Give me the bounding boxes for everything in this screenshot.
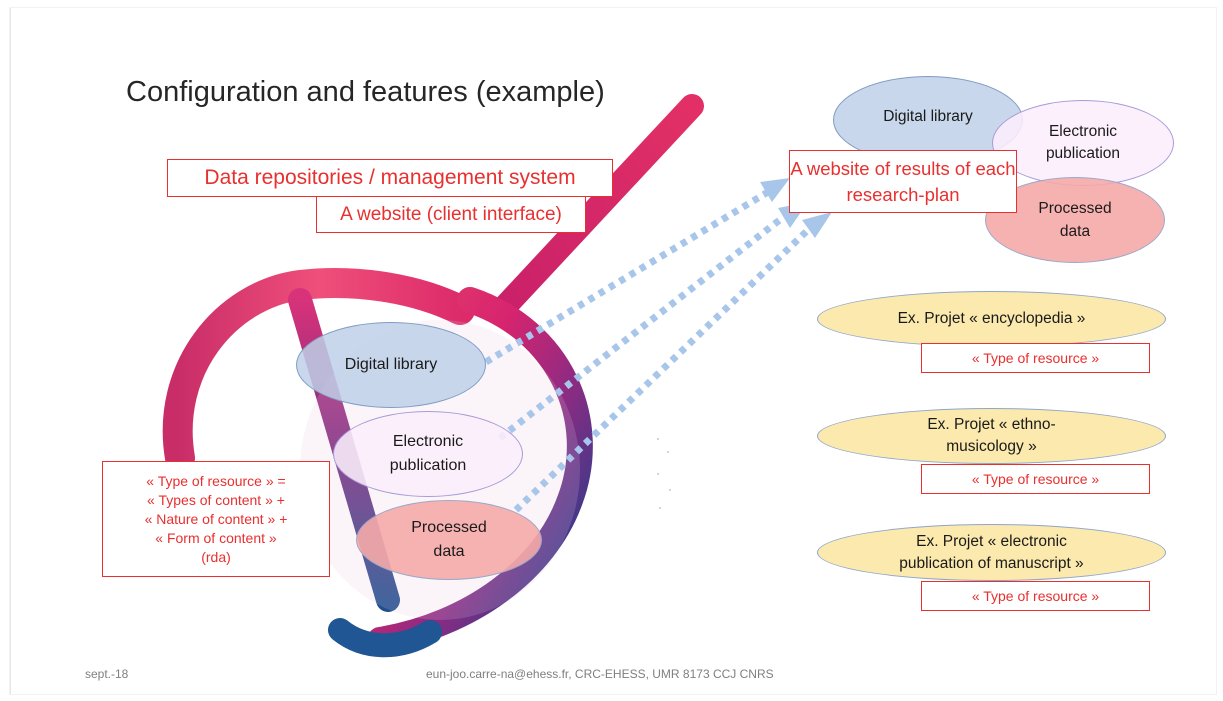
project-name: Ex. Projet « encyclopedia »	[897, 310, 1086, 327]
foot-shape	[328, 618, 442, 658]
tr-digital-library: Digital library	[833, 76, 1023, 164]
website-results-label: A website of results of each research-pl…	[790, 157, 1016, 205]
project-name: Ex. Projet « ethno-musicology »	[927, 416, 1056, 455]
slide-title: Configuration and features (example)	[126, 76, 605, 108]
type-definition-line: « Form of content »	[155, 529, 277, 546]
lens-digital-library: Digital library	[296, 322, 486, 408]
lens-processed-data: Processed data	[356, 500, 542, 580]
project-type-box: « Type of resource »	[921, 581, 1150, 611]
arrowhead-1	[760, 178, 790, 202]
project-type-label: « Type of resource »	[971, 471, 1100, 487]
project-ethnomusicology: Ex. Projet « ethno-musicology »	[817, 408, 1166, 464]
footer-credit: eun-joo.carre-na@ehess.fr, CRC-EHESS, UM…	[426, 667, 774, 681]
type-definition-line: (rda)	[201, 548, 231, 565]
project-type-label: « Type of resource »	[971, 350, 1100, 366]
project-type-label: « Type of resource »	[971, 588, 1100, 604]
lens-digital-library-label: Digital library	[344, 356, 438, 373]
lens-processed-data-label: Processed data	[411, 519, 487, 560]
website-client-label: A website (client interface)	[340, 203, 562, 225]
website-results-box: A website of results of each research-pl…	[789, 150, 1017, 213]
handle-shape	[488, 94, 704, 324]
lens-ring-shape	[367, 287, 593, 653]
tr-electronic-publication: Electronic publication	[992, 100, 1174, 186]
footer-date: sept.-18	[85, 667, 129, 681]
outer-arc-shape	[162, 268, 475, 473]
tr-electronic-publication-label: Electronic publication	[1045, 123, 1121, 162]
website-client-box: A website (client interface)	[316, 196, 586, 233]
arrowhead-3	[802, 212, 832, 238]
project-type-box: « Type of resource »	[921, 464, 1150, 494]
arrow-electronic-publication	[497, 212, 789, 441]
project-encyclopedia: Ex. Projet « encyclopedia »	[817, 291, 1166, 347]
arrow-processed-data	[513, 225, 813, 513]
arrow-group	[484, 189, 813, 513]
type-definition-box: « Type of resource » = « Types of conten…	[102, 461, 330, 577]
type-definition-line: « Nature of content » +	[144, 510, 288, 527]
project-manuscript: Ex. Projet « electronic publication of m…	[817, 524, 1166, 581]
type-definition-line: « Type of resource » =	[146, 472, 286, 489]
type-definition-line: « Types of content » +	[147, 491, 285, 508]
data-repositories-label: Data repositories / management system	[204, 166, 576, 189]
lens-electronic-publication-label: Electronic publication	[389, 433, 467, 474]
data-repositories-box: Data repositories / management system	[167, 159, 613, 197]
project-type-box: « Type of resource »	[921, 343, 1150, 373]
tr-processed-data-label: Processed data	[1038, 200, 1112, 240]
lens-electronic-publication: Electronic publication	[333, 411, 523, 497]
tr-digital-library-label: Digital library	[883, 108, 973, 125]
project-name: Ex. Projet « electronic publication of m…	[899, 532, 1084, 572]
stray-dots	[657, 438, 671, 509]
